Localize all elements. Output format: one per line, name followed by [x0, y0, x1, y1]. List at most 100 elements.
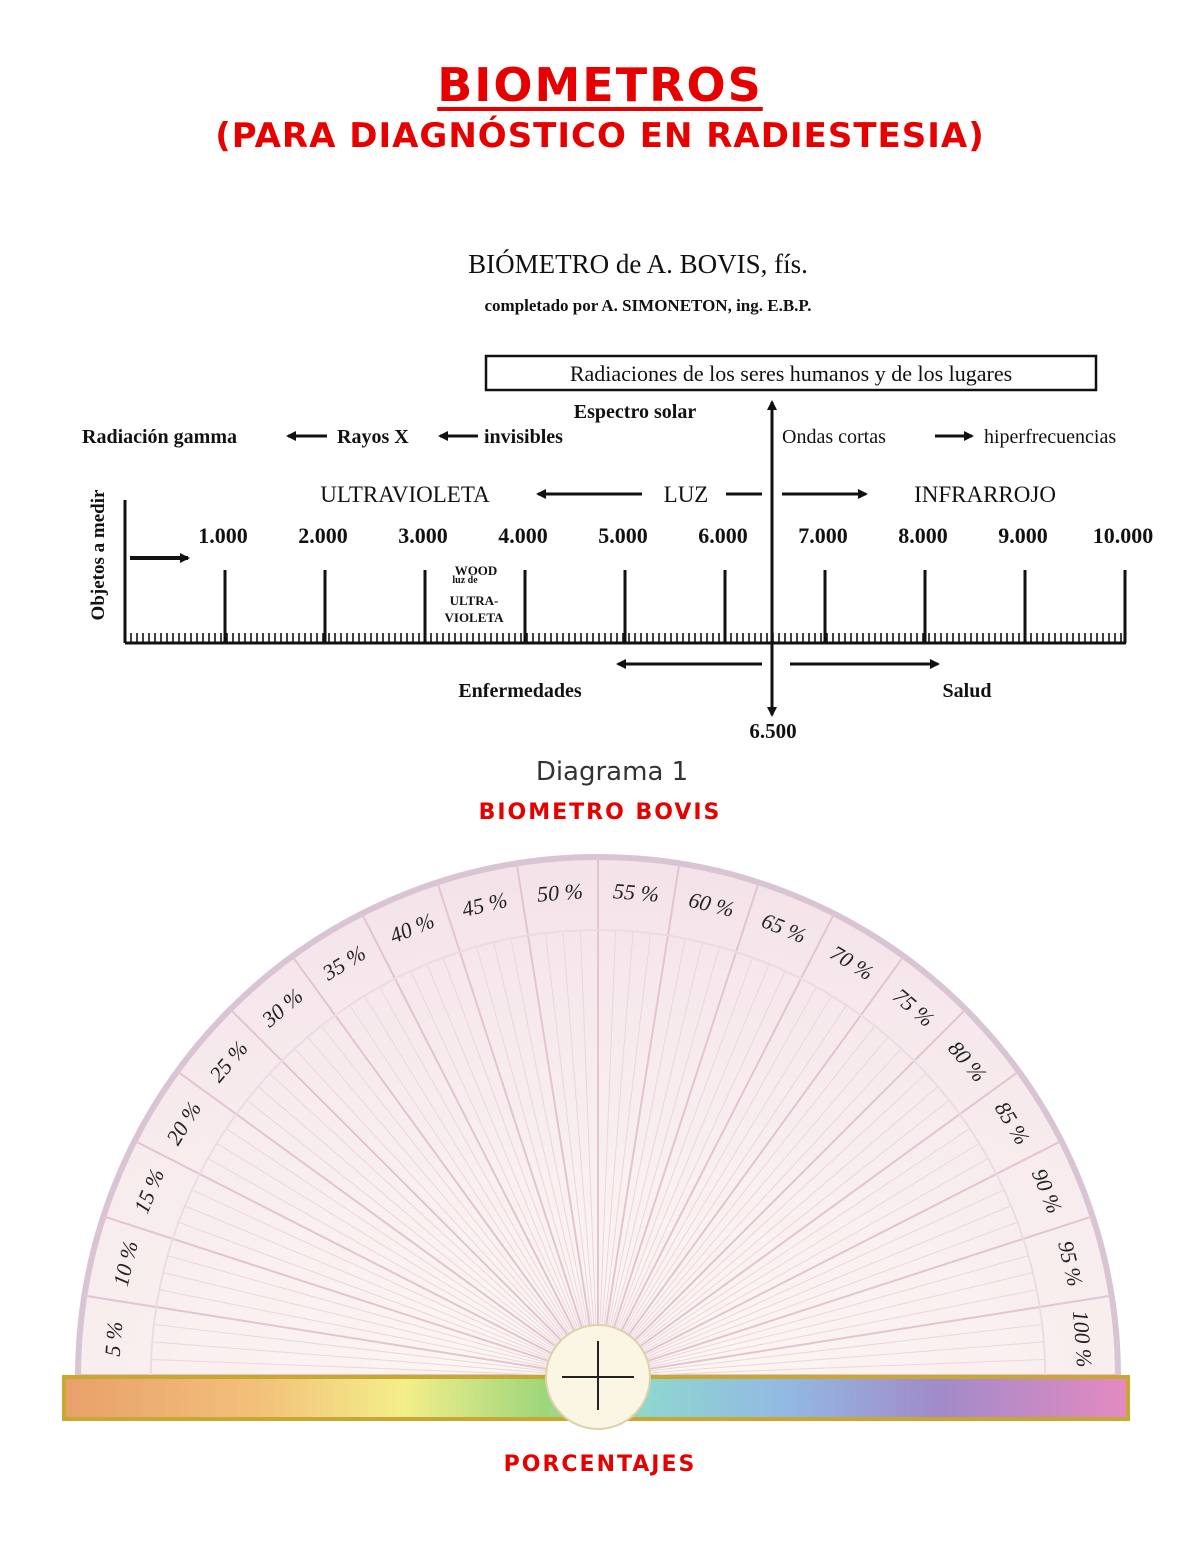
fan-ray [426, 963, 599, 1378]
fan-sector-divider [84, 1294, 547, 1370]
scale-tick-label: 5.000 [598, 523, 648, 548]
fan-ray [151, 1358, 599, 1378]
fan-ray [597, 1048, 902, 1378]
fan-sector-divider [647, 1215, 1093, 1362]
fan-ray [597, 1272, 1033, 1378]
fan-ray [597, 1036, 889, 1378]
fan-ray [257, 1086, 599, 1378]
fan-ray [510, 938, 599, 1378]
fan-ray [597, 1086, 939, 1378]
fan-sector-divider [436, 882, 583, 1328]
fan-ray [159, 1289, 599, 1378]
fan-ray [597, 931, 634, 1378]
fan-ray [597, 963, 770, 1378]
luz-label: LUZ [664, 482, 709, 507]
fan-ray [152, 1341, 599, 1378]
wood-label-1: luz de [452, 575, 478, 586]
fan-ray [544, 932, 599, 1378]
ondas-label: Ondas cortas [782, 426, 886, 448]
fan-ray [579, 930, 599, 1378]
infrared-label: INFRARROJO [914, 482, 1056, 507]
fan-ray [216, 1142, 599, 1378]
fan-ray [294, 1048, 599, 1378]
page-title: BIOMETROS [437, 58, 763, 112]
scale-tick-label: 10.000 [1093, 523, 1154, 548]
fan-ray [597, 1128, 971, 1378]
espectro-label: Espectro solar [574, 401, 697, 423]
fan-ray [442, 957, 599, 1378]
fan-ray [597, 946, 720, 1378]
scale-ruler [123, 500, 1127, 645]
fan-ray [493, 942, 599, 1378]
fan-ray [363, 995, 599, 1378]
fan-ray [597, 1323, 1043, 1378]
fan-sector-divider [613, 882, 760, 1328]
diagram-caption: Diagrama 1 [536, 757, 688, 787]
scale-tick-label: 8.000 [898, 523, 948, 548]
enfermedades-label: Enfermedades [458, 680, 582, 702]
fan-ray [562, 931, 599, 1378]
fan-ray [246, 1099, 599, 1378]
radiation-box-label: Radiaciones de los seres humanos y de lo… [570, 361, 1012, 386]
scale-tick-label: 2.000 [298, 523, 348, 548]
bovis-caption: BIOMETRO BOVIS [478, 800, 722, 825]
fan-sector-divider [515, 863, 591, 1326]
fan-ray [597, 930, 617, 1378]
fan-ray [225, 1128, 599, 1378]
fan-sector-divider [134, 1140, 553, 1355]
objects-label: Objetos a medir [88, 489, 109, 620]
scale-tick-label: 9.000 [998, 523, 1048, 548]
fan-ray [597, 1025, 876, 1378]
uv-box-label-2: VIOLETA [445, 610, 505, 625]
scale-tick-label: 3.000 [398, 523, 448, 548]
fan-ray [597, 986, 817, 1378]
fan-ray [167, 1255, 599, 1378]
fan-ray [597, 970, 786, 1378]
gamma-label: Radiación gamma [82, 426, 237, 448]
fan-ray [597, 1158, 989, 1378]
fan-ray [597, 1189, 1005, 1378]
fan-ray [153, 1323, 599, 1378]
fan-sector-divider [620, 913, 835, 1332]
scale-tick-label: 7.000 [798, 523, 848, 548]
fan-ray [597, 932, 652, 1378]
ultraviolet-label: ULTRAVIOLETA [320, 482, 490, 507]
center-value: 6.500 [749, 719, 796, 743]
fan-sector-divider [639, 1070, 1020, 1348]
scale-tick-label: 4.000 [498, 523, 548, 548]
fan-sector-divider [103, 1215, 549, 1362]
invisibles-label: invisibles [484, 426, 563, 448]
fan-percent-label: 5 % [100, 1321, 128, 1358]
fan-ray [307, 1036, 599, 1378]
salud-label: Salud [943, 680, 992, 702]
fan-percent-label: 100 % [1068, 1310, 1097, 1369]
fan-percent-label: 55 % [612, 878, 660, 907]
diagram-subheading: completado por A. SIMONETON, ing. E.B.P. [485, 296, 812, 315]
fan-sector-divider [627, 955, 905, 1336]
fan-ray [597, 1142, 980, 1378]
fan-sector-divider [291, 955, 569, 1336]
fan-ray [207, 1158, 599, 1378]
fan-ray [178, 1221, 599, 1378]
fan-ray [597, 1004, 847, 1378]
fan-ray [320, 1025, 599, 1378]
rayosx-label: Rayos X [337, 426, 409, 448]
fan-ray [163, 1272, 599, 1378]
diagram-heading: BIÓMETRO de A. BOVIS, fís. [468, 249, 808, 279]
bovis-diagram: BIÓMETRO de A. BOVIS, fís. completado po… [82, 249, 1154, 787]
fan-ray [476, 946, 599, 1378]
fan-dividers [78, 857, 1118, 1378]
fan-inner-arc [149, 928, 1047, 1378]
fan-ray [269, 1073, 599, 1378]
fan-ray [184, 1205, 599, 1378]
scale-tick-label: 1.000 [198, 523, 248, 548]
fan-ray [597, 995, 833, 1378]
scale-tick-label: 6.000 [698, 523, 748, 548]
fan-sector-divider [361, 913, 576, 1332]
fan-ray [349, 1004, 599, 1378]
fan-ray [597, 1205, 1012, 1378]
page-subtitle: (PARA DIAGNÓSTICO EN RADIESTESIA) [215, 116, 985, 156]
fan-ray [597, 1073, 927, 1378]
fan-ray [597, 1099, 950, 1378]
